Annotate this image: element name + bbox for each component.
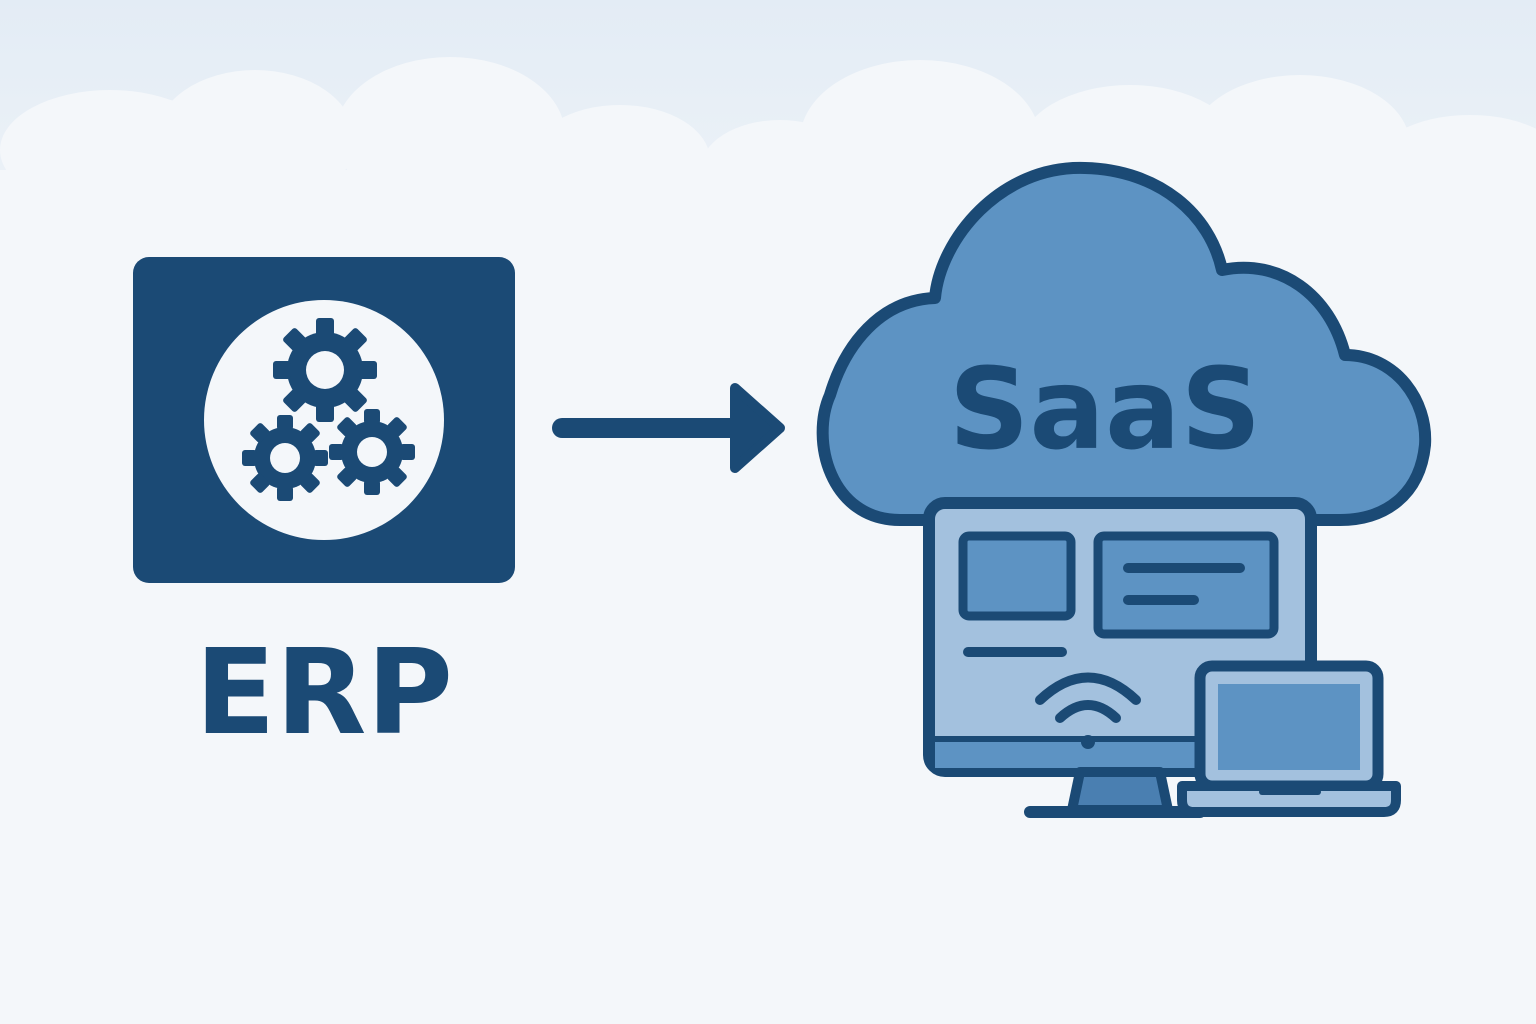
- wifi-icon: [1035, 672, 1141, 723]
- screen-panel-right: [1093, 531, 1279, 639]
- arrow-right-icon: [552, 383, 785, 473]
- saas-label: SaaS: [949, 345, 1261, 475]
- screen-panel-left: [958, 531, 1076, 621]
- laptop-icon: [1177, 660, 1401, 817]
- erp-box: [133, 257, 515, 583]
- cloud-icon: [816, 161, 1432, 526]
- erp-label: ERP: [195, 623, 453, 761]
- gears-icon: [242, 318, 415, 501]
